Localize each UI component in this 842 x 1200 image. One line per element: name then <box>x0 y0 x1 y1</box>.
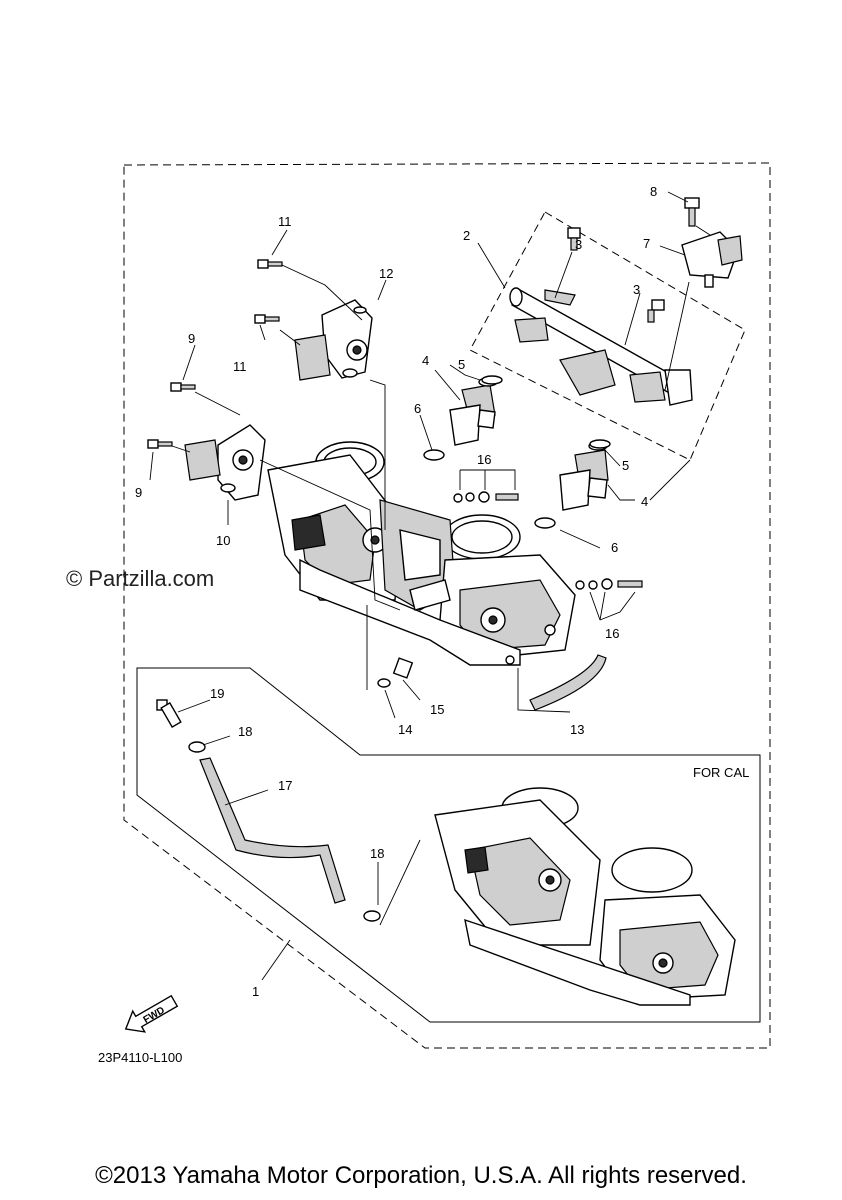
o-ring-5a <box>481 375 503 385</box>
callout-19: 19 <box>210 686 224 701</box>
diagram-code: 23P4110-L100 <box>98 1050 182 1065</box>
hose-13 <box>529 654 607 711</box>
copyright-notice: ©2013 Yamaha Motor Corporation, U.S.A. A… <box>95 1162 747 1189</box>
bolt-3b <box>647 299 665 323</box>
assembly-frame <box>123 162 771 1049</box>
washer-set-16b <box>575 578 643 590</box>
callout-7: 7 <box>643 236 650 251</box>
throttle-sensor-lower <box>184 424 266 501</box>
callout-12: 12 <box>379 266 393 281</box>
throttle-body-main <box>267 441 576 666</box>
screw-11b <box>254 314 280 324</box>
callout-labels: 1 2 3 3 4 4 5 5 6 6 7 8 9 9 10 11 11 12 … <box>135 184 657 999</box>
bolt-3a <box>567 227 581 251</box>
for-cal-frame <box>136 667 761 1023</box>
callout-18a: 18 <box>238 724 252 739</box>
callout-14: 14 <box>398 722 412 737</box>
for-cal-label: FOR CAL <box>693 765 749 780</box>
callout-10: 10 <box>216 533 230 548</box>
fitting-19 <box>156 699 182 728</box>
callout-1: 1 <box>252 984 259 999</box>
clip-14 <box>377 678 391 688</box>
injector-right <box>559 441 609 511</box>
hose-17 <box>199 757 346 904</box>
screw-9b <box>147 439 173 449</box>
callout-4b: 4 <box>641 494 648 509</box>
fwd-arrow-icon: FWD <box>124 994 179 1033</box>
callout-6a: 6 <box>414 401 421 416</box>
washer-set-16a <box>453 491 519 503</box>
callout-9a: 9 <box>188 331 195 346</box>
seal-6a <box>423 449 445 461</box>
callout-6b: 6 <box>611 540 618 555</box>
callout-5a: 5 <box>458 357 465 372</box>
for-cal-throttle-body <box>434 787 736 1006</box>
callout-17: 17 <box>278 778 292 793</box>
callout-13: 13 <box>570 722 584 737</box>
watermark: © Partzilla.com <box>66 566 215 591</box>
o-ring-5b <box>589 439 611 449</box>
callout-4a: 4 <box>422 353 429 368</box>
clip-18a <box>188 741 206 753</box>
screw-8 <box>684 197 700 227</box>
screw-11a <box>257 259 283 269</box>
pressure-sensor <box>681 231 743 288</box>
fuel-rail <box>509 287 693 406</box>
injector-left <box>449 377 498 446</box>
callout-3a: 3 <box>575 237 582 252</box>
leader-lines <box>149 191 711 981</box>
callout-16a: 16 <box>477 452 491 467</box>
callout-2: 2 <box>463 228 470 243</box>
callout-18b: 18 <box>370 846 384 861</box>
callout-8: 8 <box>650 184 657 199</box>
callout-11b: 11 <box>233 359 247 374</box>
screw-9a <box>170 382 196 392</box>
callout-5b: 5 <box>622 458 629 473</box>
callout-15: 15 <box>430 702 444 717</box>
throttle-sensor-upper <box>294 299 373 381</box>
fwd-label: FWD <box>142 1005 167 1026</box>
seal-6b <box>534 517 556 529</box>
callout-9b: 9 <box>135 485 142 500</box>
callout-16b: 16 <box>605 626 619 641</box>
clip-18b <box>363 910 381 922</box>
cap-15 <box>392 657 414 679</box>
callout-11a: 11 <box>278 214 292 229</box>
callout-3b: 3 <box>633 282 640 297</box>
